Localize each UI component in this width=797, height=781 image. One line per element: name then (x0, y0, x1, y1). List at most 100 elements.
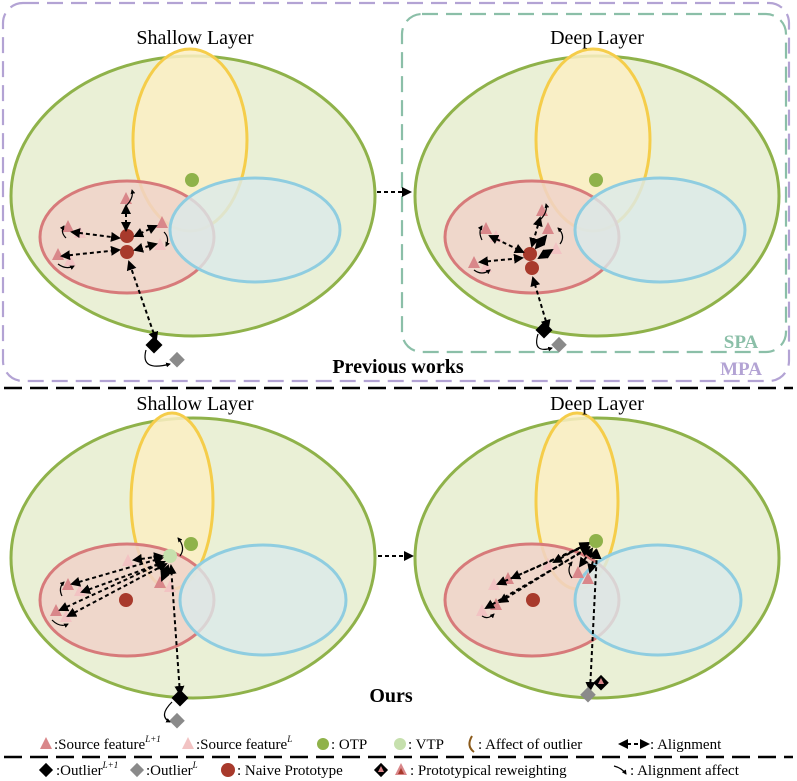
alignment-arrow (133, 224, 158, 238)
alignment-arrow (478, 253, 524, 267)
legend-outlier-a: :Outlier (56, 763, 103, 779)
legend-affect: : Affect of outlier (478, 737, 582, 753)
alignment-affect (163, 231, 170, 247)
source-feature (468, 256, 480, 268)
outlier-light (169, 351, 185, 368)
svg-text::OutlierL: :OutlierL (146, 760, 198, 779)
legend-outlier-a-sup: L+1 (102, 760, 119, 770)
otp-dot (185, 173, 199, 187)
legend-source-feature-b-sup: L (286, 734, 292, 744)
source-feature (120, 192, 132, 204)
legend-outlier-b: :Outlier (146, 763, 193, 779)
alignment-affect (59, 225, 67, 239)
mpa-border (1, 1, 791, 383)
top-left-title: Shallow Layer (136, 27, 254, 49)
affect-of-outlier (144, 349, 171, 368)
outlier-light (551, 336, 567, 353)
naive-prototype (526, 593, 540, 607)
alignment-affect (125, 189, 136, 207)
vtp-dot (163, 549, 177, 563)
legend-outlier-light-icon (129, 762, 145, 778)
alignment-affect (557, 227, 564, 245)
alignment-affect (539, 203, 550, 221)
alignment-arrow (166, 564, 185, 696)
legend-source-feature-dark-icon (40, 737, 52, 749)
alignment-affect (477, 225, 483, 241)
alignment-arrow (66, 563, 168, 617)
alignment-arrow (488, 234, 525, 254)
alignment-arrow (60, 245, 121, 261)
top-caption: Previous works (332, 356, 464, 378)
legend-source-feature-a-sup: L+1 (144, 734, 161, 744)
source-feature (60, 610, 72, 622)
bottom-right-title: Deep Layer (550, 393, 644, 415)
legend-source-feature-a: :Source feature (54, 737, 146, 753)
alignment-affect (57, 263, 75, 270)
panel-bottom-left (9, 411, 377, 729)
alignment-affect (473, 269, 491, 275)
otp-dot (184, 537, 198, 551)
affect-of-outlier (536, 333, 553, 352)
legend-outlier-dark-icon (38, 762, 54, 778)
outlier-light (169, 712, 185, 729)
naive-prototype (119, 593, 133, 607)
spa-label: SPA (724, 332, 759, 353)
outlier-light (580, 686, 596, 703)
legend-otp: : OTP (331, 737, 367, 753)
legend-otp-icon (317, 738, 329, 750)
legend-alignment: : Alignment (650, 737, 722, 753)
legend-source-feature-light-icon (182, 737, 194, 749)
legend-outlier-b-sup: L (192, 760, 198, 770)
source-feature (156, 216, 168, 228)
legend: :Source featureL+1 :Source featureL : OT… (4, 734, 793, 779)
alignment-arrow (70, 228, 121, 242)
reweighted-feature (476, 604, 488, 616)
legend-vtp: : VTP (408, 737, 444, 753)
legend-align-affect: : Alignment affect (630, 763, 740, 779)
panel-top-left (9, 47, 377, 368)
legend-reweight-feature-inner-icon (398, 768, 404, 774)
alignment-affect (567, 561, 573, 579)
alignment-affect (59, 581, 65, 597)
naive-prototype (120, 229, 134, 243)
naive-prototype (525, 261, 539, 275)
alignment-affect (51, 619, 69, 628)
panel-bottom-right (413, 411, 781, 703)
alignment-affect (481, 613, 495, 619)
blue-domain-ellipse (573, 543, 743, 657)
alignment-arrow (484, 546, 591, 610)
source-feature (542, 222, 554, 234)
source-feature (50, 604, 62, 616)
alignment-affect (177, 537, 184, 557)
outlier-dark (535, 321, 553, 339)
blue-domain-ellipse (168, 176, 342, 284)
alignment-arrow (585, 549, 602, 692)
naive-prototype (120, 245, 134, 259)
svg-text::Source featureL: :Source featureL (196, 734, 292, 753)
svg-text::Source featureL+1: :Source featureL+1 (54, 734, 161, 753)
naive-prototype (523, 247, 537, 261)
bottom-left-title: Shallow Layer (136, 393, 254, 415)
otp-dot (589, 534, 603, 548)
legend-affect-icon (468, 735, 475, 753)
affect-of-outlier (163, 701, 173, 723)
blue-domain-ellipse (178, 543, 348, 657)
alignment-arrow (530, 276, 551, 330)
legend-vtp-icon (394, 738, 406, 750)
blue-domain-ellipse (573, 176, 747, 284)
legend-naive-icon (221, 763, 235, 777)
alignment-arrow (160, 564, 170, 582)
outlier-dark (145, 336, 163, 354)
legend-reweight: : Prototypical reweighting (410, 763, 567, 779)
svg-text::OutlierL+1: :OutlierL+1 (56, 760, 118, 779)
outlier-dark (171, 689, 189, 707)
alignment-arrow (534, 234, 548, 250)
top-right-title: Deep Layer (550, 27, 644, 49)
alignment-arrow (133, 241, 158, 253)
alignment-arrow (537, 248, 554, 260)
spa-border (400, 12, 788, 354)
bottom-caption: Ours (369, 685, 413, 707)
legend-source-feature-b: :Source feature (196, 737, 288, 753)
source-feature (480, 222, 492, 234)
legend-naive: : Naive Prototype (237, 763, 343, 779)
